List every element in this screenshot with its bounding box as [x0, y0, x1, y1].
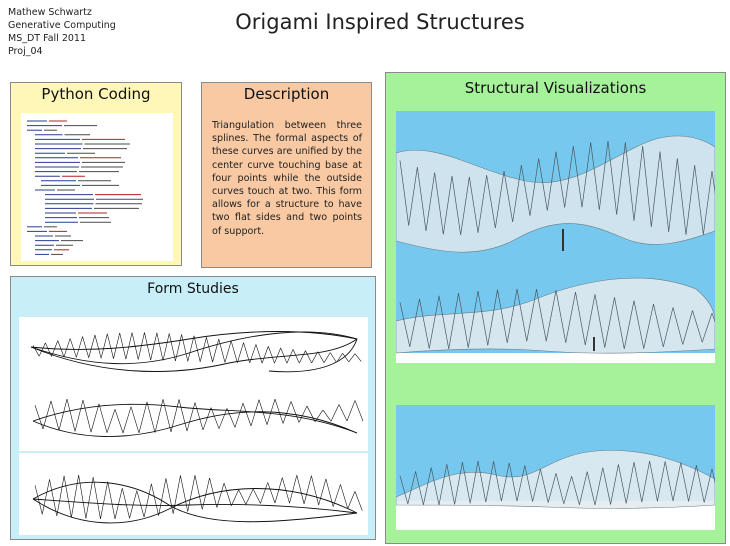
- form-studies-panel: Form Studies: [10, 276, 376, 540]
- form-study-image-2: [19, 381, 368, 451]
- visualization-render-3: [396, 405, 715, 530]
- form-study-image-3: [19, 453, 368, 535]
- wireframe-form-3: [32, 475, 363, 524]
- wireframe-form-1: [30, 331, 362, 373]
- code-screenshot: [21, 113, 173, 261]
- python-coding-panel: Python Coding: [10, 82, 182, 266]
- python-coding-title: Python Coding: [41, 85, 151, 103]
- wireframe-form-2: [32, 398, 364, 437]
- structural-visualizations-panel: Structural Visualizations: [385, 72, 726, 544]
- term-label: MS_DT Fall 2011: [8, 33, 87, 44]
- visualization-render-2: [396, 259, 715, 363]
- description-panel: Description Triangulation between three …: [201, 82, 372, 268]
- render-structure-1: [396, 135, 715, 271]
- code-lines-graphic: [27, 120, 143, 255]
- description-text: Triangulation between three splines. The…: [212, 120, 362, 237]
- description-title: Description: [243, 85, 330, 103]
- author-info: Mathew Schwartz Generative Computing MS_…: [8, 6, 116, 58]
- author-name: Mathew Schwartz: [8, 7, 92, 18]
- render-structure-2: [396, 277, 715, 363]
- render-structure-3: [396, 450, 715, 530]
- form-studies-title: Form Studies: [147, 281, 239, 297]
- form-study-image-1: [19, 317, 368, 383]
- structural-visualizations-title: Structural Visualizations: [464, 79, 647, 97]
- page-title: Origami Inspired Structures: [235, 10, 525, 34]
- project-label: Proj_04: [8, 46, 43, 57]
- visualization-render-1: [396, 111, 715, 271]
- course-name: Generative Computing: [8, 20, 116, 31]
